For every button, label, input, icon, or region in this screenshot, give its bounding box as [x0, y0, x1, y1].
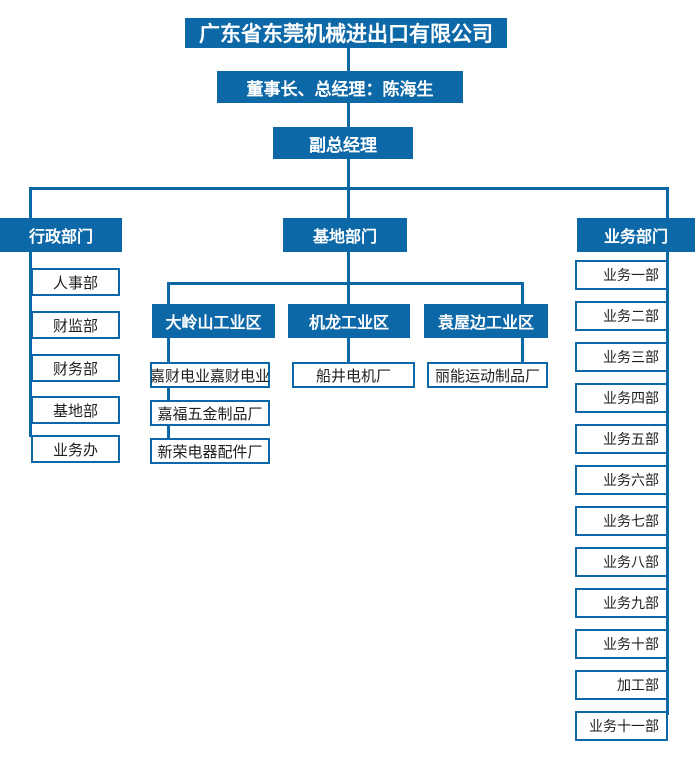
business-sub-box: 业务三部	[575, 342, 668, 372]
admin-sub-box: 基地部	[31, 396, 120, 424]
chairman-box: 董事长、总经理：陈海生	[217, 71, 463, 103]
admin-dept-box: 行政部门	[0, 218, 122, 252]
business-sub-box: 加工部	[575, 670, 668, 700]
connector-zones-horizontal	[167, 282, 524, 285]
business-sub-box: 业务七部	[575, 506, 668, 536]
connector-chairman-deputy	[347, 103, 350, 127]
factory-box: 嘉福五金制品厂	[150, 400, 270, 426]
company-box: 广东省东莞机械进出口有限公司	[185, 18, 507, 48]
factory-box: 船井电机厂	[292, 362, 415, 388]
zone-box-dalingshan: 大岭山工业区	[152, 304, 275, 338]
business-dept-box: 业务部门	[577, 218, 695, 252]
factory-box: 新荣电器配件厂	[150, 438, 270, 464]
business-sub-box: 业务八部	[575, 547, 668, 577]
business-sub-box: 业务十部	[575, 629, 668, 659]
connector-admin-vertical	[29, 187, 32, 437]
zone-box-yuanwubian: 袁屋边工业区	[424, 304, 548, 338]
business-sub-box: 业务十一部	[575, 711, 668, 741]
business-sub-box: 业务一部	[575, 260, 668, 290]
connector-daling-vertical	[167, 282, 170, 440]
admin-sub-box: 财监部	[31, 311, 120, 339]
base-dept-box: 基地部门	[283, 218, 407, 252]
business-sub-box: 业务九部	[575, 588, 668, 618]
admin-sub-box: 业务办	[31, 435, 120, 463]
business-sub-box: 业务五部	[575, 424, 668, 454]
factory-box: 嘉财电业嘉财电业	[150, 362, 270, 388]
zone-box-jilong: 机龙工业区	[288, 304, 410, 338]
connector-company-chairman	[347, 48, 350, 71]
business-sub-box: 业务六部	[575, 465, 668, 495]
deputy-gm-box: 副总经理	[273, 127, 413, 159]
business-sub-box: 业务四部	[575, 383, 668, 413]
business-sub-box: 业务二部	[575, 301, 668, 331]
factory-box: 丽能运动制品厂	[427, 362, 548, 388]
connector-main-horizontal	[29, 187, 669, 190]
admin-sub-box: 人事部	[31, 268, 120, 296]
admin-sub-box: 财务部	[31, 354, 120, 382]
